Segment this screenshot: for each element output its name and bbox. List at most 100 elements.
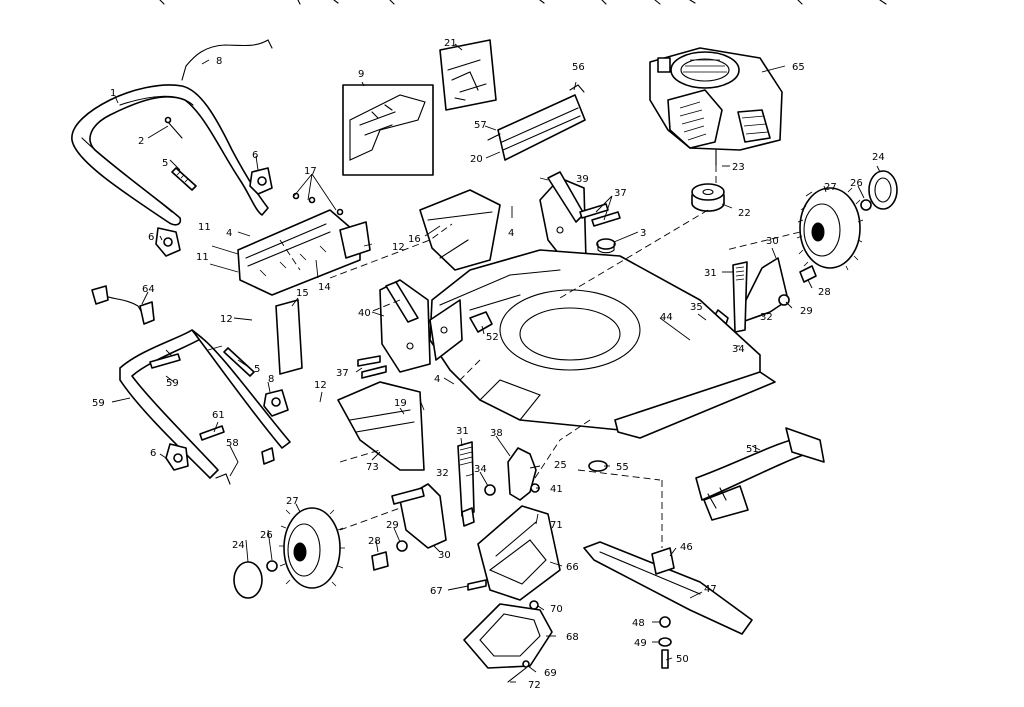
callout-19: 19 (394, 398, 407, 409)
callout-27: 27 (286, 496, 299, 507)
callout-17: 17 (304, 166, 317, 177)
blade-bolt-hardware (658, 616, 672, 669)
lower-handle-knob (263, 389, 289, 417)
callout-51: 51 (746, 444, 759, 455)
handle-bolt (171, 167, 197, 191)
callout-24: 24 (232, 540, 245, 551)
callout-30: 30 (766, 236, 779, 247)
chute-hardware (467, 579, 539, 683)
callout-6: 6 (150, 448, 156, 459)
callout-24: 24 (872, 152, 885, 163)
hubcap-right (868, 170, 898, 210)
callout-12: 12 (220, 314, 233, 325)
callout-28: 28 (818, 287, 831, 298)
callout-12: 12 (392, 242, 405, 253)
callout-47: 47 (704, 584, 717, 595)
handle-rod (164, 116, 183, 139)
wheel-left (279, 507, 345, 589)
center-panel (419, 189, 501, 271)
callout-67: 68 (566, 632, 579, 643)
control-cable-top (181, 39, 273, 81)
decal-panel (439, 39, 497, 111)
lower-handle-bolt (223, 347, 255, 377)
callout-52: 52 (486, 332, 499, 343)
callout-14: 14 (318, 282, 331, 293)
rear-deflector-shield (487, 84, 586, 161)
deck-decal (469, 311, 493, 333)
leader-lines (111, 43, 881, 683)
callout-72: 73 (366, 462, 379, 473)
callout-39: 39 (576, 174, 589, 185)
callout-56: 56 (572, 62, 585, 73)
callout-58: 59 (92, 398, 105, 409)
discharge-chute (477, 505, 561, 601)
callout-49: 49 (634, 638, 647, 649)
hubcap-left (233, 561, 263, 599)
mower-blade (583, 541, 753, 635)
callout-12: 12 (314, 380, 327, 391)
bolts-37-right (579, 203, 621, 227)
callout-41: 41 (550, 484, 563, 495)
callout-32: 32 (760, 312, 773, 323)
upper-handle (71, 84, 269, 226)
callout-34: 34 (732, 344, 745, 355)
callout-5: 5 (162, 158, 168, 169)
callout-6: 6 (252, 150, 258, 161)
callout-61: 64 (142, 284, 155, 295)
callout-32: 32 (436, 468, 449, 479)
callout-5: 5 (254, 364, 260, 375)
height-adjuster-left (371, 483, 447, 571)
assembly-lines (279, 165, 801, 548)
lever-31-32-left (457, 441, 475, 527)
callout-16: 16 (408, 234, 421, 245)
callout-59: 59 (166, 378, 179, 389)
callout-22: 22 (738, 208, 751, 219)
callout-27: 27 (824, 182, 837, 193)
callout-21: 21 (444, 38, 457, 49)
callout-31: 31 (456, 426, 469, 437)
callout-1: 1 (110, 88, 116, 99)
wheel-right (796, 187, 864, 271)
handle-knob-right-top (249, 167, 273, 195)
engine (649, 47, 783, 166)
callout-31: 31 (704, 268, 717, 279)
callout-64: 65 (792, 62, 805, 73)
callout-25: 25 (554, 460, 567, 471)
height-adjuster-right (732, 257, 817, 333)
decal-sheet (342, 84, 434, 176)
callout-57: 58 (226, 438, 239, 449)
skirt-side-plate (339, 221, 371, 259)
callout-68: 69 (544, 668, 557, 679)
bolts-37-left (357, 355, 387, 379)
callout-50: 50 (676, 654, 689, 665)
handle-hardware-57 (215, 447, 275, 485)
callout-65: 66 (566, 562, 579, 573)
lower-handle-knob-left (165, 443, 189, 471)
callout-3: 3 (640, 228, 646, 239)
callout-29: 29 (800, 306, 813, 317)
callout-29: 29 (386, 520, 399, 531)
callout-38: 38 (490, 428, 503, 439)
callout-8: 8 (268, 374, 274, 385)
callout-48: 48 (632, 618, 645, 629)
callout-8: 8 (216, 56, 222, 67)
callout-56: 57 (474, 120, 487, 131)
callout-66: 67 (430, 586, 443, 597)
callout-11: 11 (196, 252, 209, 263)
rear-skirt (237, 192, 361, 296)
callout-4: 4 (226, 228, 232, 239)
callout-69: 70 (550, 604, 563, 615)
callout-35: 35 (690, 302, 703, 313)
callout-labels: 1 2 3 4 4 4 5 5 6 6 6 8 8 9 11 11 12 12 … (92, 38, 885, 691)
callout-28: 28 (368, 536, 381, 547)
callout-4: 4 (434, 374, 440, 385)
callout-55: 55 (616, 462, 629, 473)
callout-23: 23 (732, 162, 745, 173)
callout-34: 34 (474, 464, 487, 475)
callout-40: 40 (358, 308, 371, 319)
callout-70: 71 (550, 520, 563, 531)
side-bracket (379, 279, 431, 373)
handle-hardware-59 (149, 353, 225, 441)
